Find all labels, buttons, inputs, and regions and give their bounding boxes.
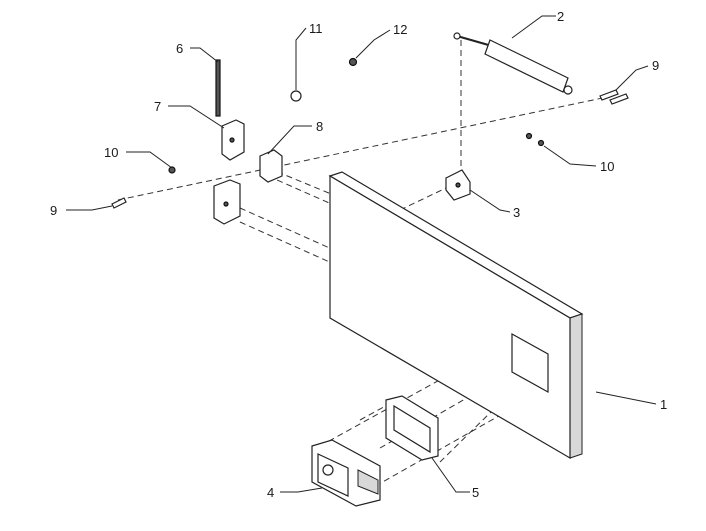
hinge-axis-line	[117, 95, 613, 201]
washer-right-b	[537, 139, 545, 147]
hinge-pin-shaft	[215, 59, 221, 117]
leader-lines	[66, 15, 657, 493]
leader-12	[355, 29, 391, 59]
latch-paddle-face	[317, 453, 349, 497]
pin-left-body	[111, 197, 127, 209]
strut-cylinder	[484, 39, 569, 93]
leader-4	[280, 487, 323, 493]
callout-11: 11	[309, 21, 323, 36]
strut-end-fitting-bottom	[563, 85, 573, 95]
washer-right-a	[525, 132, 533, 140]
door-panel	[328, 171, 584, 460]
leader-5	[431, 457, 470, 493]
gasket-guide-a	[359, 397, 401, 421]
hinge-pin	[215, 59, 221, 117]
paddle-latch	[311, 439, 381, 507]
hinge-lower-hole	[223, 201, 229, 207]
gasket-inner	[393, 404, 431, 454]
strut-rod	[456, 35, 493, 47]
callout-10-right: 10	[600, 159, 614, 174]
washer-left	[168, 166, 176, 174]
bracket-hole	[455, 182, 461, 188]
hinge-leaf-body	[259, 149, 283, 183]
leader-3	[469, 189, 511, 213]
latch-gasket	[385, 395, 439, 461]
leader-8	[267, 125, 312, 155]
panel-edge-face	[569, 313, 583, 459]
strut-bracket	[445, 169, 471, 201]
hinge-upper	[221, 119, 245, 161]
pin-right-body-a	[599, 89, 619, 101]
nut	[348, 57, 358, 67]
callout-2: 2	[557, 9, 564, 24]
callout-1: 1	[660, 397, 667, 412]
strut-end-fitting-top	[453, 32, 461, 40]
panel-front-face	[329, 174, 571, 460]
callout-labels: 1 2 3 4 5 6 7 8 9 9 10 10 11 12	[50, 9, 667, 500]
leader-9-right	[615, 65, 649, 91]
hinge-lower	[213, 179, 241, 225]
hinge-upper-hole	[229, 137, 235, 143]
latch-key-cylinder	[322, 464, 334, 476]
panel-latch-cutout	[511, 332, 549, 394]
leader-9-left	[66, 205, 113, 211]
hinge-leaf	[259, 149, 283, 183]
pin-left	[111, 197, 127, 209]
gas-strut	[453, 32, 573, 95]
callout-4: 4	[267, 485, 274, 500]
pin-right	[599, 89, 629, 105]
hinge-to-panel-line-b	[267, 175, 337, 207]
leader-10-left	[126, 151, 173, 169]
callout-3: 3	[513, 205, 520, 220]
leader-11	[295, 27, 307, 90]
latch-housing	[357, 469, 379, 495]
leader-6	[190, 47, 219, 63]
pin-right-body-b	[609, 93, 629, 105]
callout-9-right: 9	[652, 58, 659, 73]
callout-12: 12	[393, 22, 407, 37]
latch-to-cutout-d	[439, 353, 551, 463]
leader-1	[595, 391, 657, 405]
bushing	[290, 90, 302, 102]
callout-9-left: 9	[50, 203, 57, 218]
leader-10-right	[543, 145, 597, 167]
callout-8: 8	[316, 119, 323, 134]
bracket-to-panel-line	[399, 187, 447, 211]
leader-2	[511, 15, 556, 39]
hinge-lower-to-panel-b	[239, 221, 335, 265]
callout-6: 6	[176, 41, 183, 56]
callout-10-left: 10	[104, 145, 118, 160]
leader-7	[168, 105, 225, 129]
hinge-lower-to-panel-a	[239, 207, 335, 251]
callout-5: 5	[472, 485, 479, 500]
callout-7: 7	[154, 99, 161, 114]
